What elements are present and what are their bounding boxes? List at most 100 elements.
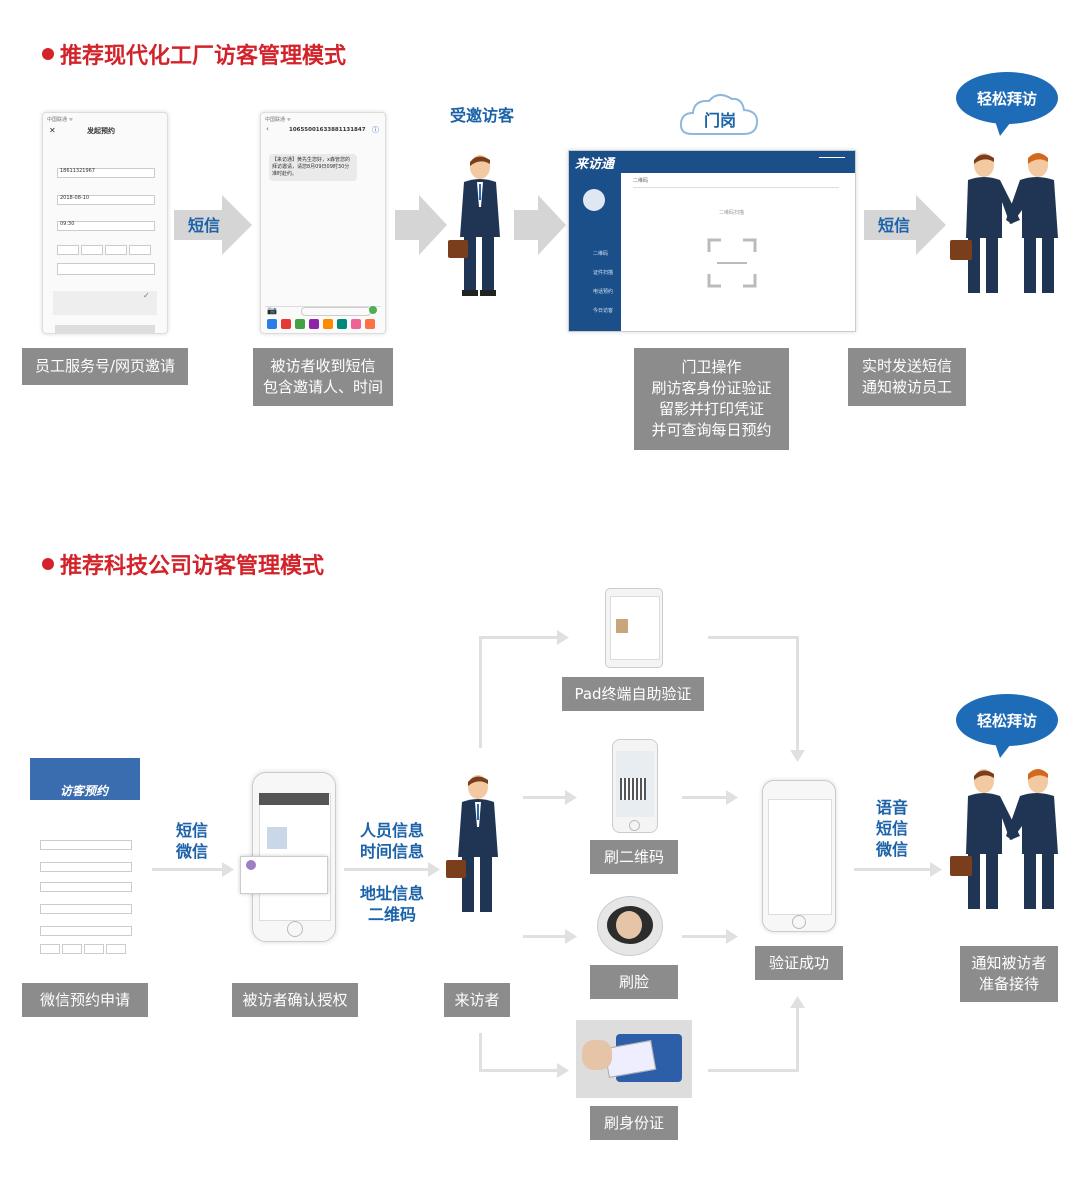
sms-label-1: 短信 xyxy=(188,216,221,235)
step-employee-invite: 员工服务号/网页邀请 xyxy=(22,348,188,385)
appointment-phone: 中国联通 ᯤ ✕ 发起预约 18611321967 2018-08-10 09:… xyxy=(42,112,168,334)
sms-phone: 中国联通 ᯤ ‹ 10655001633881131847 ⓘ 【来访通】黄先生… xyxy=(260,112,386,334)
section2-title: 推荐科技公司访客管理模式 xyxy=(42,548,324,580)
arrowhead-icon xyxy=(726,929,738,944)
sms-label-2: 短信 xyxy=(878,216,911,235)
app-menu-item[interactable]: 二维码 xyxy=(593,251,609,257)
home-button-icon xyxy=(629,820,640,831)
gate-app-window: 来访通 二维码 证件扫描 电话预约 今日访客 二维码 二维码扫描 xyxy=(568,150,856,332)
step-notify-host: 通知被访者 准备接待 xyxy=(960,946,1058,1002)
flow-line xyxy=(523,796,567,799)
face-scanner xyxy=(597,896,663,956)
app-brand-logo: 来访通 xyxy=(575,157,615,172)
info-icon: ⓘ xyxy=(372,126,379,134)
app-icons-row xyxy=(267,319,379,329)
back-icon: ‹ xyxy=(266,125,269,133)
address-qr-info-label: 地址信息 二维码 xyxy=(360,884,425,924)
arrowhead-icon xyxy=(565,790,577,805)
bullet-dot-icon xyxy=(42,558,54,570)
easy-visit-bubble: 轻松拜访 xyxy=(956,72,1058,124)
app-menu-item[interactable]: 今日访客 xyxy=(593,308,614,314)
handshake-people-icon xyxy=(950,769,1058,909)
invited-visitor-label: 受邀访客 xyxy=(450,106,515,125)
arrowhead-icon xyxy=(790,996,805,1008)
app-menu-item[interactable]: 证件扫描 xyxy=(593,270,614,276)
arrow-right-icon xyxy=(864,195,946,255)
arrow-right-icon xyxy=(174,195,252,255)
step-pad-verify: Pad终端自助验证 xyxy=(562,677,704,711)
step-notify-employee: 实时发送短信 通知被访员工 xyxy=(848,348,966,406)
sms-wechat-label: 短信 微信 xyxy=(176,821,209,861)
handshake-people-icon xyxy=(950,153,1058,293)
flow-line xyxy=(523,935,567,938)
cloud-icon xyxy=(679,94,759,135)
arrowhead-icon xyxy=(726,790,738,805)
flow-line xyxy=(708,636,798,639)
step-gate-operation: 门卫操作 刷访客身份证验证 留影并打印凭证 并可查询每日预约 xyxy=(634,348,789,450)
arrowhead-icon xyxy=(428,862,440,877)
screen-header: 二维码 xyxy=(633,178,649,184)
visitor-person-icon xyxy=(448,155,500,296)
flow-line xyxy=(479,636,559,639)
avatar xyxy=(267,827,287,849)
qr-phone xyxy=(612,739,658,833)
id-card-reader xyxy=(576,1020,692,1098)
date-value: 2018-08-10 xyxy=(60,195,90,201)
flow-line xyxy=(682,796,728,799)
arrow-right-icon xyxy=(395,195,447,255)
camera-icon: 📷 xyxy=(267,306,277,315)
wechat-subtitle: VISITOR APPOINTMENT xyxy=(58,796,105,801)
step-visitor: 来访者 xyxy=(444,983,510,1017)
step-face-scan: 刷脸 xyxy=(590,965,678,999)
step-verify-success: 验证成功 xyxy=(755,946,843,980)
phone1-title: 发起预约 xyxy=(87,127,115,135)
arrowhead-icon xyxy=(790,750,805,762)
flow-line xyxy=(682,935,728,938)
bubble-tail-icon xyxy=(994,118,1014,136)
screen-hint: 二维码扫描 xyxy=(719,210,745,216)
time-value: 09:30 xyxy=(60,221,75,227)
flow-line xyxy=(796,1008,799,1072)
arrowhead-icon xyxy=(930,862,942,877)
flow-line xyxy=(796,636,799,750)
wechat-title: 访客预约 xyxy=(60,784,109,798)
step-id-card: 刷身份证 xyxy=(590,1106,678,1140)
person-time-info-label: 人员信息 时间信息 xyxy=(360,821,425,861)
app-menu-item[interactable]: 电话预约 xyxy=(593,289,614,295)
flow-line xyxy=(708,1069,798,1072)
voice-sms-wechat-label: 语音 短信 微信 xyxy=(876,798,909,859)
section1-title: 推荐现代化工厂访客管理模式 xyxy=(42,38,346,70)
home-button-icon xyxy=(792,915,806,929)
arrowhead-icon xyxy=(557,630,569,645)
flow-line xyxy=(344,868,430,871)
qr-code-icon xyxy=(620,778,646,800)
step-host-confirm: 被访者确认授权 xyxy=(232,983,358,1017)
pad-terminal xyxy=(605,588,663,668)
checkmark-icon: ✓ xyxy=(143,291,150,300)
step-wechat-apply: 微信预约申请 xyxy=(22,983,148,1017)
sms-sender-number: 10655001633881131847 xyxy=(289,127,366,133)
gate-label: 门岗 xyxy=(704,111,737,130)
phone-number-value: 18611321967 xyxy=(60,168,95,174)
avatar xyxy=(583,189,605,211)
bullet-dot-icon xyxy=(42,48,54,60)
flow-line xyxy=(479,636,482,748)
step-scan-qr: 刷二维码 xyxy=(590,840,678,874)
window-menu-icon xyxy=(819,157,845,164)
close-icon: ✕ xyxy=(49,126,56,135)
visitor-person-icon xyxy=(446,775,498,912)
bubble-tail-icon xyxy=(994,740,1014,758)
send-icon xyxy=(369,306,377,314)
flow-line xyxy=(479,1033,482,1071)
success-phone xyxy=(762,780,836,932)
flow-line xyxy=(479,1069,559,1072)
arrowhead-icon xyxy=(557,1063,569,1078)
easy-visit-bubble: 轻松拜访 xyxy=(956,694,1058,746)
step-sms-received: 被访者收到短信 包含邀请人、时间 xyxy=(253,348,393,406)
scan-frame-icon xyxy=(707,238,757,288)
flow-line xyxy=(152,868,224,871)
arrowhead-icon xyxy=(222,862,234,877)
arrowhead-icon xyxy=(565,929,577,944)
flow-line xyxy=(854,868,932,871)
avatar xyxy=(246,860,256,870)
